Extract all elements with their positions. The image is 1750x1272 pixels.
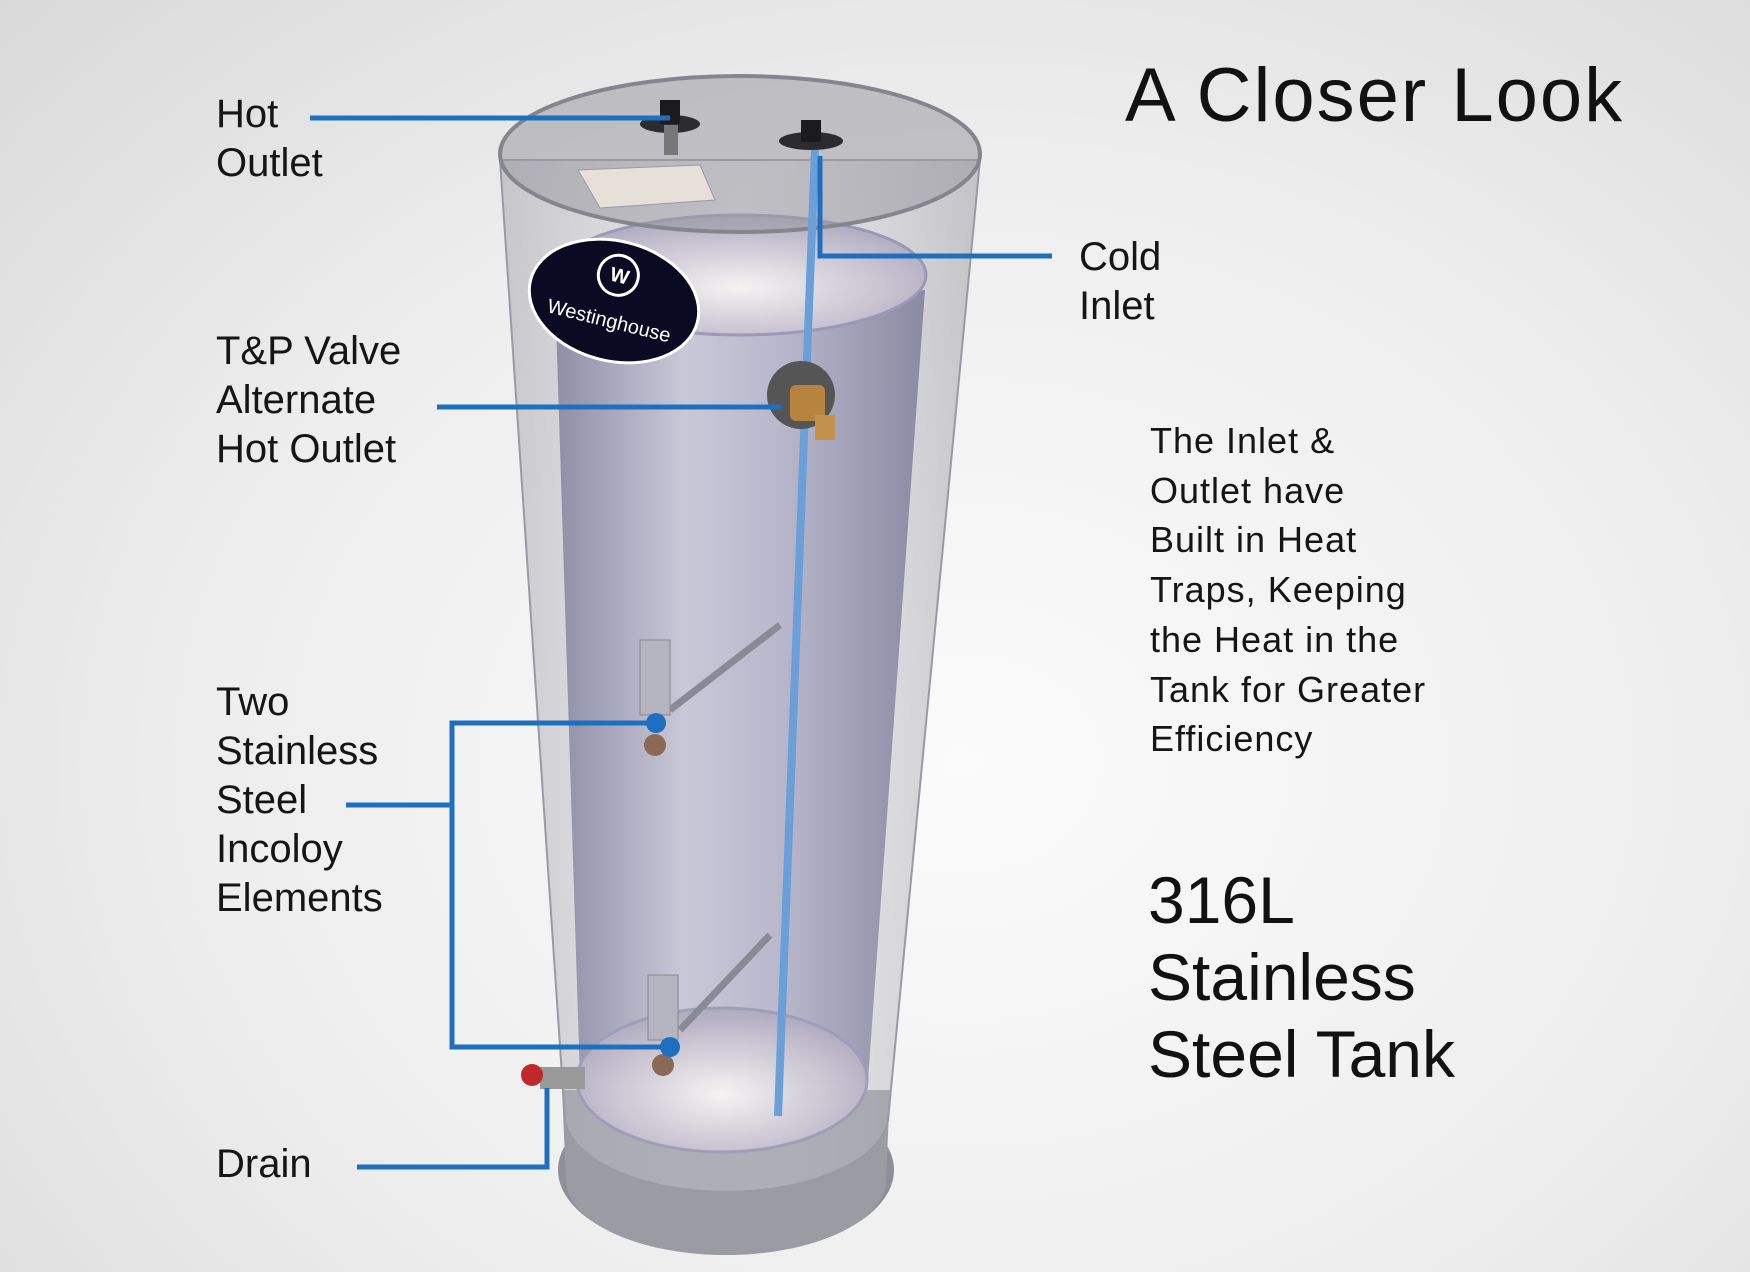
- label-line: Steel: [216, 778, 308, 822]
- leader-cold-inlet: [817, 156, 1052, 259]
- label-elements: Two Stainless Steel Incoloy Elements: [216, 678, 383, 923]
- label-line: Cold: [1079, 235, 1162, 279]
- element-dot-upper: [646, 713, 666, 733]
- drain-valve: [521, 1064, 585, 1089]
- label-line: Alternate: [216, 378, 377, 422]
- label-line: Hot: [216, 92, 279, 136]
- upper-element: [639, 622, 783, 756]
- tp-valve: [767, 361, 835, 440]
- page-title: A Closer Look: [1125, 53, 1625, 138]
- leader-drain: [357, 1088, 550, 1170]
- leader-elements: [346, 720, 670, 1050]
- label-hot-outlet: Hot Outlet: [216, 90, 323, 188]
- description-line: the Heat in the: [1150, 618, 1400, 660]
- label-drain: Drain: [216, 1140, 312, 1189]
- cold-inlet-fitting: [779, 120, 843, 150]
- dip-tube: [774, 149, 819, 1117]
- description-line: Efficiency: [1150, 718, 1314, 760]
- description-line: The Inlet &: [1150, 420, 1336, 461]
- label-cold-inlet: Cold Inlet: [1079, 233, 1161, 331]
- description-line: Outlet have: [1150, 469, 1346, 511]
- tank-title-line: Stainless: [1148, 940, 1416, 1014]
- heat-trap-description: The Inlet & Outlet have Built in Heat Tr…: [1150, 416, 1426, 764]
- label-line: Elements: [216, 876, 383, 920]
- westinghouse-logo-icon: W: [608, 264, 632, 290]
- label-line: Incoloy: [216, 827, 343, 871]
- tank-material-title: 316L Stainless Steel Tank: [1148, 862, 1455, 1093]
- element-dot-lower: [660, 1037, 680, 1057]
- description-line: Tank for Greater: [1150, 668, 1427, 710]
- tank-lid: [498, 74, 982, 234]
- tank-title-line: Steel Tank: [1148, 1017, 1455, 1091]
- label-line: Stainless: [216, 729, 379, 773]
- label-line: Drain: [216, 1142, 312, 1186]
- label-line: Outlet: [216, 141, 323, 185]
- label-line: Two: [216, 680, 290, 724]
- westinghouse-badge: W Westinghouse: [527, 237, 701, 365]
- tank-title-line: 316L: [1148, 863, 1295, 937]
- label-line: Inlet: [1079, 284, 1155, 328]
- lower-element: [647, 932, 773, 1076]
- leader-lines: [310, 115, 1052, 1170]
- label-line: Hot Outlet: [216, 427, 397, 471]
- label-line: T&P Valve: [216, 329, 402, 373]
- description-line: Traps, Keeping: [1150, 569, 1407, 611]
- label-tp-valve: T&P Valve Alternate Hot Outlet: [216, 327, 401, 474]
- description-line: Built in Heat: [1150, 519, 1358, 561]
